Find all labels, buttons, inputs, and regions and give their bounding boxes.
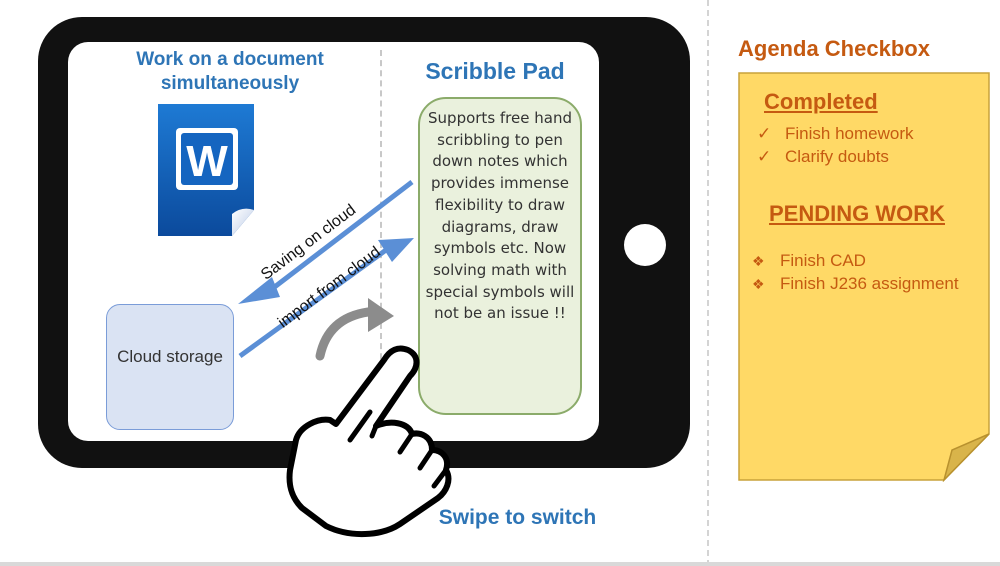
completed-item-label: Clarify doubts — [785, 147, 889, 166]
scribble-pad-description: Supports free hand scribbling to pen dow… — [425, 109, 575, 323]
completed-heading: Completed — [764, 89, 878, 114]
pending-item-label: Finish J236 assignment — [780, 274, 959, 293]
bottom-border — [0, 562, 1000, 566]
page-divider — [707, 0, 709, 566]
diamond-bullet-icon: ❖ — [752, 275, 765, 292]
cloud-storage-box[interactable] — [106, 304, 234, 430]
pending-item-label: Finish CAD — [780, 251, 866, 270]
import-arrow — [238, 238, 414, 359]
completed-item-label: Finish homework — [785, 124, 914, 143]
pending-item[interactable]: ❖ Finish CAD — [752, 251, 866, 271]
home-button[interactable] — [624, 224, 666, 266]
hand-pointer-icon — [286, 345, 452, 538]
completed-item[interactable]: ✓ Finish homework — [757, 124, 914, 144]
scribble-pad-title: Scribble Pad — [425, 58, 565, 84]
agenda-title: Agenda Checkbox — [738, 36, 930, 61]
pending-item[interactable]: ❖ Finish J236 assignment — [752, 274, 959, 294]
word-document-icon[interactable]: W — [150, 102, 265, 240]
saving-arrow — [238, 180, 414, 304]
diagram-overlay — [238, 180, 452, 538]
cloud-storage-label: Cloud storage — [117, 347, 223, 366]
completed-item[interactable]: ✓ Clarify doubts — [757, 147, 889, 167]
diamond-bullet-icon: ❖ — [752, 252, 765, 269]
scribble-pad-box[interactable] — [418, 97, 582, 415]
check-icon: ✓ — [757, 124, 772, 143]
check-icon: ✓ — [757, 147, 772, 166]
swipe-to-switch-label: Swipe to switch — [438, 506, 597, 529]
pending-work-heading: PENDING WORK — [769, 201, 945, 226]
word-icon-letter: W — [186, 137, 228, 186]
sticky-note — [738, 72, 990, 482]
work-title: Work on a document simultaneously — [136, 49, 324, 94]
swipe-arrow-icon — [315, 298, 394, 361]
